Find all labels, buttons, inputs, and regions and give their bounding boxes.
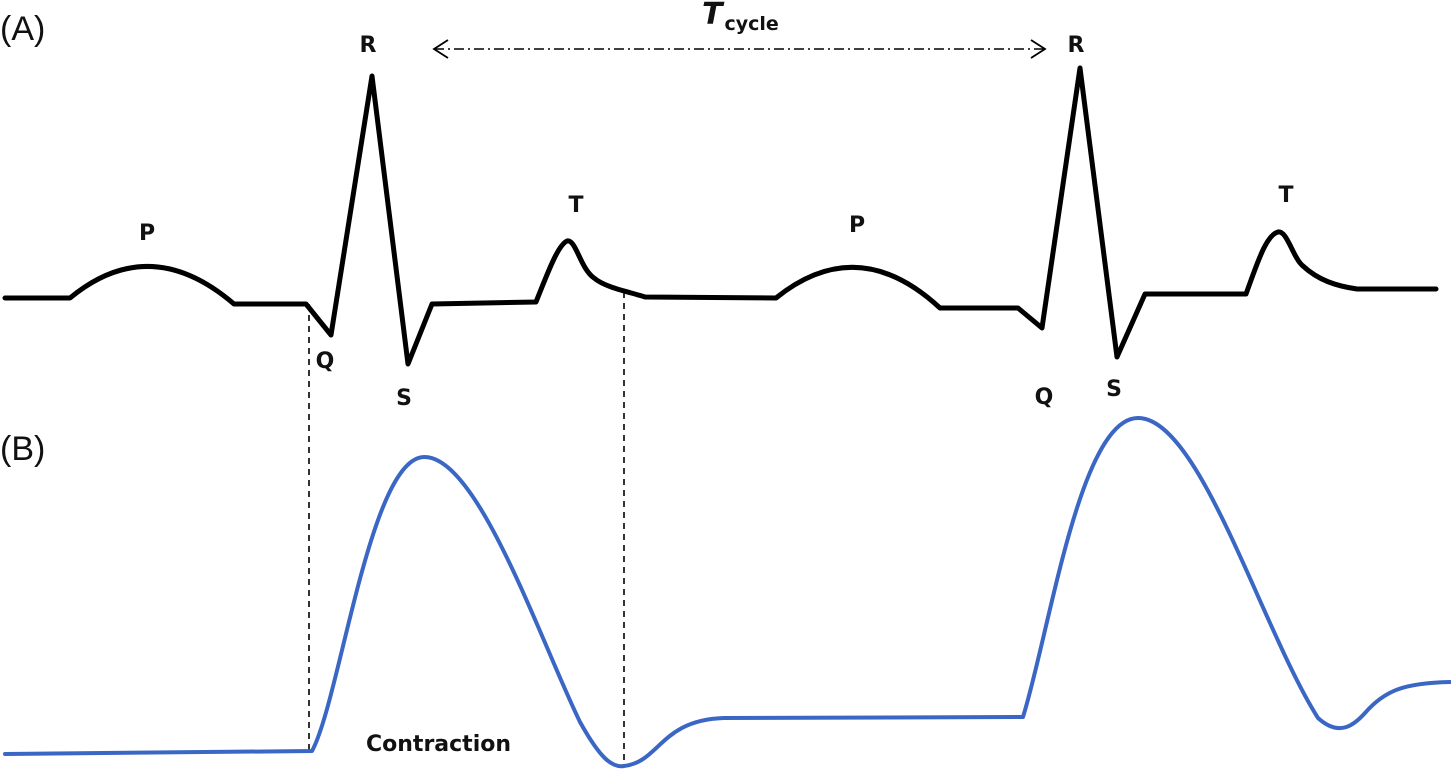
- contraction-trace: [3, 416, 1451, 769]
- cycle-arrow-left-head: [432, 39, 449, 59]
- ecg-label-r-2: R: [1068, 33, 1085, 58]
- ecg-label-s-1: S: [396, 386, 412, 411]
- cycle-interval-symbol: T: [702, 0, 725, 32]
- cycle-interval-subscript: cycle: [724, 13, 778, 35]
- ecg-trace: [2, 65, 1439, 367]
- ecg-label-r-1: R: [360, 33, 377, 58]
- panel-a-label: (A): [0, 10, 45, 48]
- panel-b-label: (B): [0, 430, 45, 468]
- ecg-label-s-2: S: [1106, 377, 1122, 402]
- ecg-label-q-2: Q: [1035, 385, 1054, 410]
- cycle-arrow-right-head: [1030, 39, 1047, 59]
- ecg-label-p-1: P: [139, 221, 155, 246]
- cycle-interval-arrow: [432, 39, 1047, 59]
- ecg-label-t-2: T: [1278, 183, 1293, 208]
- ecg-label-q-1: Q: [316, 349, 335, 374]
- contraction-label: Contraction: [366, 732, 511, 757]
- ecg-label-p-2: P: [849, 213, 865, 238]
- ecg-label-t-1: T: [568, 193, 583, 218]
